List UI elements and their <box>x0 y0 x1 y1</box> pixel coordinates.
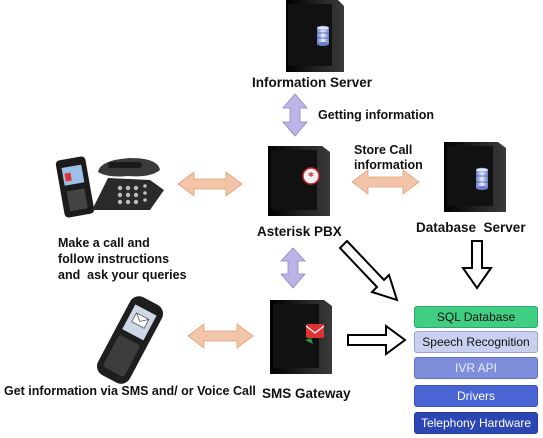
svg-text:*: * <box>308 170 314 183</box>
arrow-database-stack <box>461 240 493 290</box>
information-server-label: Information Server <box>252 75 373 90</box>
arrow-user-sms <box>187 323 254 349</box>
pbx-badge-icon: * <box>302 167 320 185</box>
database-server-icon <box>444 142 506 212</box>
sms-gateway-server-icon <box>270 300 332 374</box>
arrow-pbx-stack <box>338 239 399 302</box>
arrow-info-pbx <box>282 93 308 137</box>
database-server-label: Database Server <box>416 220 526 235</box>
sms-voice-label: Get information via SMS and/ or Voice Ca… <box>4 384 256 398</box>
call-instructions-line1: Make a call and <box>58 236 150 250</box>
asterisk-pbx-server-icon: * <box>268 146 330 216</box>
asterisk-pbx-label: Asterisk PBX <box>257 224 342 239</box>
sms-gateway-label: SMS Gateway <box>262 386 351 401</box>
database-cylinder-icon <box>316 25 330 46</box>
sms-badge-icon <box>305 324 325 344</box>
stack-drivers: Drivers <box>414 385 538 407</box>
store-call-label-line2: information <box>354 158 423 172</box>
information-server-icon <box>286 0 344 72</box>
stack-sql-database: SQL Database <box>414 306 538 328</box>
call-instructions-line3: and ask your queries <box>58 268 187 282</box>
mobile-phone-icon <box>55 156 95 218</box>
arrow-user-pbx <box>177 171 243 197</box>
stack-ivr-api: IVR API <box>414 357 538 379</box>
arrow-sms-stack <box>347 324 407 356</box>
stack-telephony-hardware: Telephony Hardware <box>414 412 538 434</box>
mobile-phone-icon <box>96 296 164 384</box>
arrow-pbx-sms <box>280 247 306 289</box>
stack-speech-recognition: Speech Recognition <box>414 331 538 353</box>
desk-phone-icon <box>92 158 164 210</box>
getting-information-label: Getting information <box>318 108 434 122</box>
database-cylinder-icon <box>475 167 489 190</box>
call-instructions-line2: follow instructions <box>58 252 170 266</box>
arrow-pbx-database <box>351 169 420 195</box>
store-call-label-line1: Store Call <box>354 143 413 157</box>
